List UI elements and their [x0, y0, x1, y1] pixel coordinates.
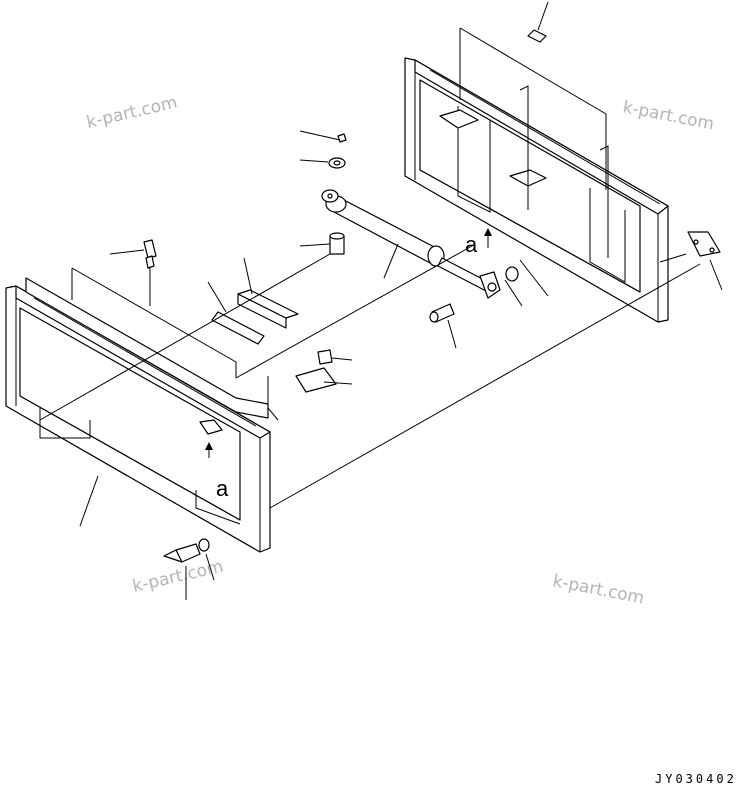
- front-frame: a: [5, 277, 271, 553]
- watermark: k-part.com: [551, 571, 646, 608]
- cotter-pin: [337, 133, 347, 143]
- pin-top: [527, 29, 547, 43]
- rear-frame: a: [404, 57, 669, 323]
- label-plate: [295, 367, 337, 393]
- pad-plate-upper: [237, 257, 299, 329]
- arrow-label: a: [465, 232, 478, 257]
- watermark: k-part.com: [85, 93, 180, 133]
- drawing-code: JY030402: [655, 772, 737, 786]
- watermark: k-part.com: [621, 97, 716, 134]
- bracket-plate: [687, 231, 721, 257]
- washer-right: [505, 266, 519, 282]
- pad-plate-lower: [207, 281, 265, 345]
- grease-fitting: [109, 239, 157, 269]
- rear-frame-arrow: a: [465, 228, 492, 257]
- cylinder-pin: [329, 232, 345, 255]
- front-frame-arrow: a: [205, 442, 229, 501]
- tilt-cylinder: [321, 189, 501, 299]
- bottom-washer: [198, 538, 210, 552]
- arrow-label: a: [216, 476, 229, 501]
- screw: [317, 349, 333, 365]
- bottom-bolt: [163, 543, 201, 600]
- watermark: k-part.com: [131, 557, 226, 597]
